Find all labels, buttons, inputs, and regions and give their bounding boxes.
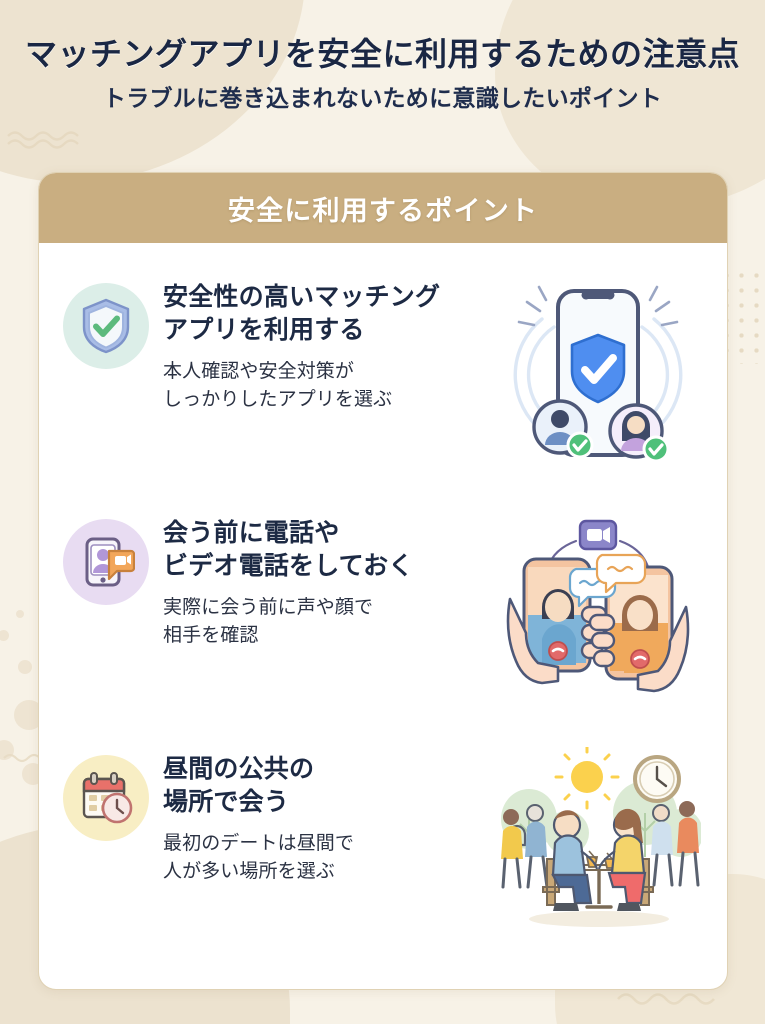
- icon-badge: [63, 283, 149, 369]
- page-title: マッチングアプリを安全に利用するための注意点: [24, 36, 740, 72]
- card-body: 安全性の高いマッチング アプリを利用する 本人確認や安全対策が しっかりしたアプ…: [39, 243, 727, 989]
- two-hands-video-call-illustration: [506, 519, 690, 693]
- daytime-cafe-date-illustration: [501, 747, 701, 927]
- decorative-circle: [16, 610, 24, 618]
- icon-badge: [63, 755, 149, 841]
- calendar-clock-icon: [82, 772, 133, 824]
- list-item-text: 昼間の公共の 場所で会う 最初のデートは昼間で 人が多い場所を選ぶ: [155, 747, 495, 886]
- card-banner-label: 安全に利用するポイント: [227, 195, 539, 226]
- shield-check-icon: [82, 298, 130, 354]
- phone-video-call-icon: [85, 537, 135, 587]
- list-item-title: 会う前に電話や ビデオ電話をしておく: [163, 519, 414, 581]
- list-item-illustration: [495, 275, 701, 475]
- wavy-line-icon: [617, 993, 715, 1005]
- points-card: 安全に利用するポイント 安全性の高いマッチング アプリを利用する 本人確認や安全…: [38, 172, 728, 990]
- card-banner: 安全に利用するポイント: [39, 173, 727, 243]
- page-headline: マッチングアプリを安全に利用するための注意点 トラブルに巻き込まれないために意識…: [0, 34, 765, 114]
- list-item-description: 実際に会う前に声や顔で 相手を確認: [163, 596, 374, 646]
- list-item-description: 本人確認や安全対策が しっかりしたアプリを選ぶ: [163, 360, 393, 410]
- list-item: 昼間の公共の 場所で会う 最初のデートは昼間で 人が多い場所を選ぶ: [39, 739, 727, 975]
- list-item-description: 最初のデートは昼間で 人が多い場所を選ぶ: [163, 832, 355, 882]
- list-item-illustration: [495, 511, 701, 713]
- page-subtitle: トラブルに巻き込まれないために意識したいポイント: [102, 85, 663, 111]
- list-item: 会う前に電話や ビデオ電話をしておく 実際に会う前に声や顔で 相手を確認: [39, 503, 727, 739]
- list-item-title: 昼間の公共の 場所で会う: [163, 755, 315, 817]
- decorative-circle: [18, 660, 32, 674]
- icon-badge: [63, 519, 149, 605]
- list-item-text: 安全性の高いマッチング アプリを利用する 本人確認や安全対策が しっかりしたアプ…: [155, 275, 495, 414]
- list-item-text: 会う前に電話や ビデオ電話をしておく 実際に会う前に声や顔で 相手を確認: [155, 511, 495, 650]
- list-item: 安全性の高いマッチング アプリを利用する 本人確認や安全対策が しっかりしたアプ…: [39, 267, 727, 503]
- list-item-title: 安全性の高いマッチング アプリを利用する: [163, 283, 441, 345]
- wavy-line-icon: [7, 131, 79, 149]
- phone-shield-verified-users-illustration: [513, 285, 683, 463]
- decorative-circle: [0, 630, 9, 641]
- list-item-illustration: [495, 747, 701, 937]
